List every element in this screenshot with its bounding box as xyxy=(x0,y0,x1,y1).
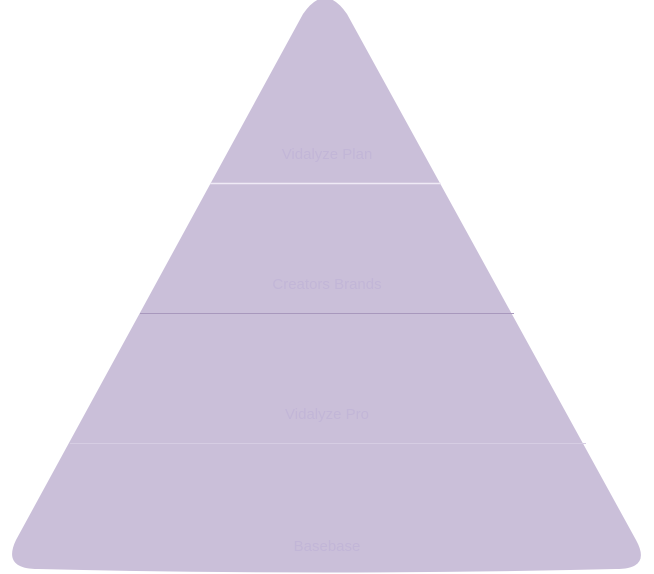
tier-label-2: Creators Brands xyxy=(272,276,381,293)
tier-label-1: Vidalyze Plan xyxy=(282,146,373,163)
tier-label-4: Basebase xyxy=(294,538,361,555)
tier-label-3: Vidalyze Pro xyxy=(285,406,369,423)
pyramid-shape xyxy=(12,0,641,573)
